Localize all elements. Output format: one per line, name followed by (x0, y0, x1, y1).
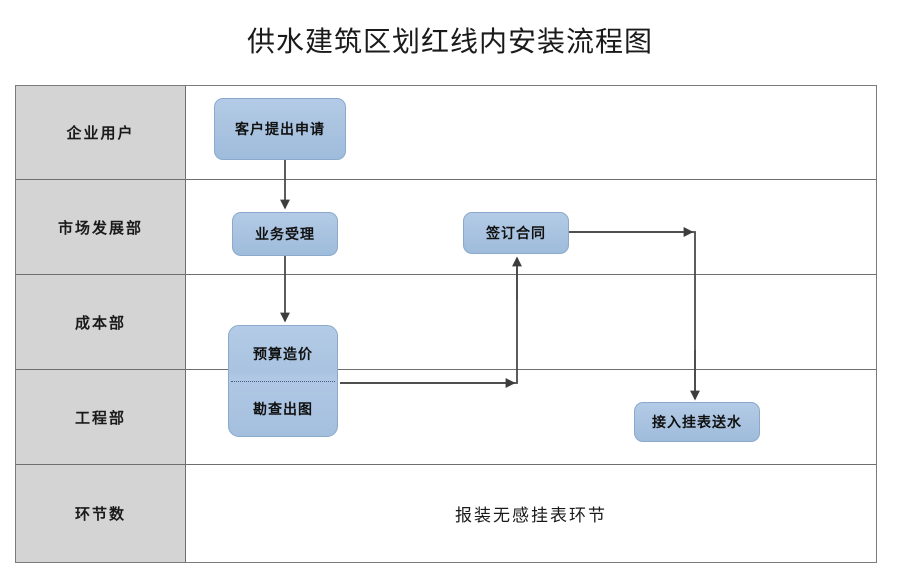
node-budget-and-survey[interactable]: 预算造价 勘查出图 (228, 325, 338, 437)
step-count-summary-text: 报装无感挂表环节 (455, 506, 607, 526)
lane-label-enterprise-user: 企业用户 (16, 86, 186, 179)
node-business-acceptance[interactable]: 业务受理 (232, 212, 338, 256)
swimlane-row-enterprise-user: 企业用户 (16, 86, 876, 180)
swimlane-row-cost-department: 成本部 (16, 275, 876, 370)
swimlane-row-step-count: 环节数 报装无感挂表环节 (16, 465, 876, 562)
node-customer-application[interactable]: 客户提出申请 (214, 98, 346, 160)
lane-label-cost-department: 成本部 (16, 275, 186, 369)
lane-body-step-count (186, 465, 876, 562)
lane-label-market-development: 市场发展部 (16, 180, 186, 274)
node-survey-drawing-label: 勘查出图 (253, 401, 313, 418)
node-connect-meter-supply-water[interactable]: 接入挂表送水 (634, 402, 760, 442)
lane-label-engineering-department: 工程部 (16, 370, 186, 464)
page-title: 供水建筑区划红线内安装流程图 (246, 25, 653, 58)
swimlane-row-market-development: 市场发展部 (16, 180, 876, 275)
swimlane-table: 企业用户 市场发展部 成本部 工程部 环节数 报装无感挂表环节 (15, 85, 877, 563)
node-split-divider (231, 381, 335, 382)
lane-label-step-count: 环节数 (16, 465, 186, 562)
node-budget-estimate-label: 预算造价 (253, 346, 313, 363)
node-sign-contract[interactable]: 签订合同 (463, 212, 569, 254)
